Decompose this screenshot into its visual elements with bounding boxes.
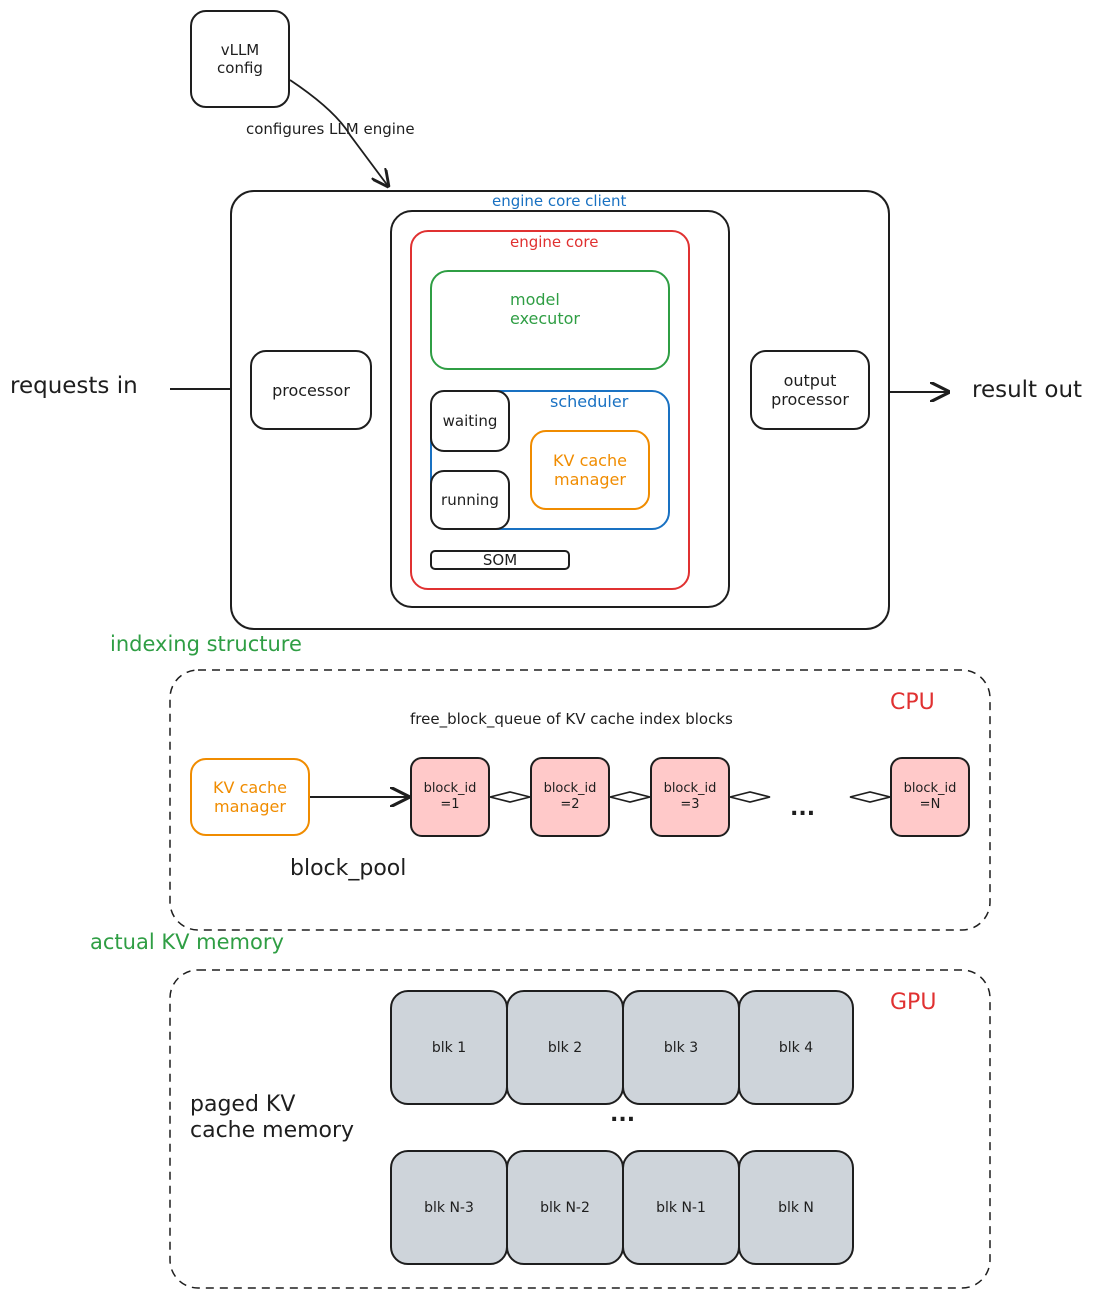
som-box: SOM [430, 550, 570, 570]
gpu-block-1-label: blk 1 [431, 1039, 467, 1056]
block-link-3 [729, 791, 771, 803]
gpu-block-n-1: blk N-1 [622, 1150, 740, 1265]
gpu-block-n-3: blk N-3 [390, 1150, 508, 1265]
gpu-block-1: blk 1 [390, 990, 508, 1105]
indexing-container [169, 669, 991, 931]
gpu-block-3: blk 3 [622, 990, 740, 1105]
gpu-label: GPU [890, 990, 937, 1015]
gpu-block-3-label: blk 3 [663, 1039, 699, 1056]
kv-cache-manager-box: KV cache manager [530, 430, 650, 510]
block-ellipsis: ... [790, 796, 816, 821]
gpu-block-n-3-label: blk N-3 [424, 1199, 474, 1216]
engine-core-client-label: engine core client [490, 192, 629, 210]
block-link-1 [489, 791, 531, 803]
engine-core-label: engine core [510, 233, 599, 251]
vllm-config-box: vLLM config [190, 10, 290, 108]
configures-arrow [289, 79, 388, 186]
gpu-block-2: blk 2 [506, 990, 624, 1105]
block-id-3: block_id =3 [650, 757, 730, 837]
gpu-ellipsis: ... [610, 1102, 636, 1127]
block-id-2: block_id =2 [530, 757, 610, 837]
processor-box: processor [250, 350, 372, 430]
vllm-config-label: vLLM config [217, 41, 263, 77]
waiting-queue: waiting [430, 390, 510, 452]
paged-kv-label: paged KV cache memory [190, 1092, 355, 1144]
gpu-block-4-label: blk 4 [778, 1039, 814, 1056]
queue-title: free_block_queue of KV cache index block… [410, 710, 733, 728]
som-label: SOM [482, 551, 518, 569]
block-id-n-label: block_id =N [903, 781, 957, 812]
indexing-section-label: indexing structure [110, 632, 302, 656]
cpu-label: CPU [890, 690, 935, 715]
running-queue: running [430, 470, 510, 530]
processor-label: processor [272, 380, 350, 400]
scheduler-box [430, 390, 670, 530]
block-id-3-label: block_id =3 [663, 781, 717, 812]
model-executor-label: model executor [510, 290, 580, 329]
block-id-1-label: block_id =1 [423, 781, 477, 812]
output-processor-box: output processor [750, 350, 870, 430]
block-id-n: block_id =N [890, 757, 970, 837]
model-executor-box [430, 270, 670, 370]
gpu-block-4: blk 4 [738, 990, 854, 1105]
block-id-1: block_id =1 [410, 757, 490, 837]
requests-in-label: requests in [10, 373, 138, 399]
running-label: running [441, 491, 499, 509]
kv-cache-manager-index-label: KV cache manager [213, 777, 287, 816]
gpu-block-n-2: blk N-2 [506, 1150, 624, 1265]
block-id-2-label: block_id =2 [543, 781, 597, 812]
output-processor-label: output processor [771, 370, 849, 409]
gpu-block-n-2-label: blk N-2 [540, 1199, 590, 1216]
kv-cache-manager-index-box: KV cache manager [190, 758, 310, 836]
gpu-block-n-1-label: blk N-1 [656, 1199, 706, 1216]
gpu-block-2-label: blk 2 [547, 1039, 583, 1056]
gpu-block-n: blk N [738, 1150, 854, 1265]
block-link-2 [609, 791, 651, 803]
gpu-block-n-label: blk N [778, 1199, 814, 1216]
memory-container [169, 969, 991, 1289]
memory-section-label: actual KV memory [90, 930, 284, 954]
engine-core-box [410, 230, 690, 590]
configures-label: configures LLM engine [246, 120, 415, 138]
waiting-label: waiting [442, 412, 498, 430]
kv-cache-manager-label: KV cache manager [553, 450, 627, 489]
result-out-label: result out [972, 377, 1083, 403]
block-link-4 [849, 791, 891, 803]
scheduler-label: scheduler [550, 392, 629, 411]
block-pool-label: block_pool [290, 856, 407, 881]
